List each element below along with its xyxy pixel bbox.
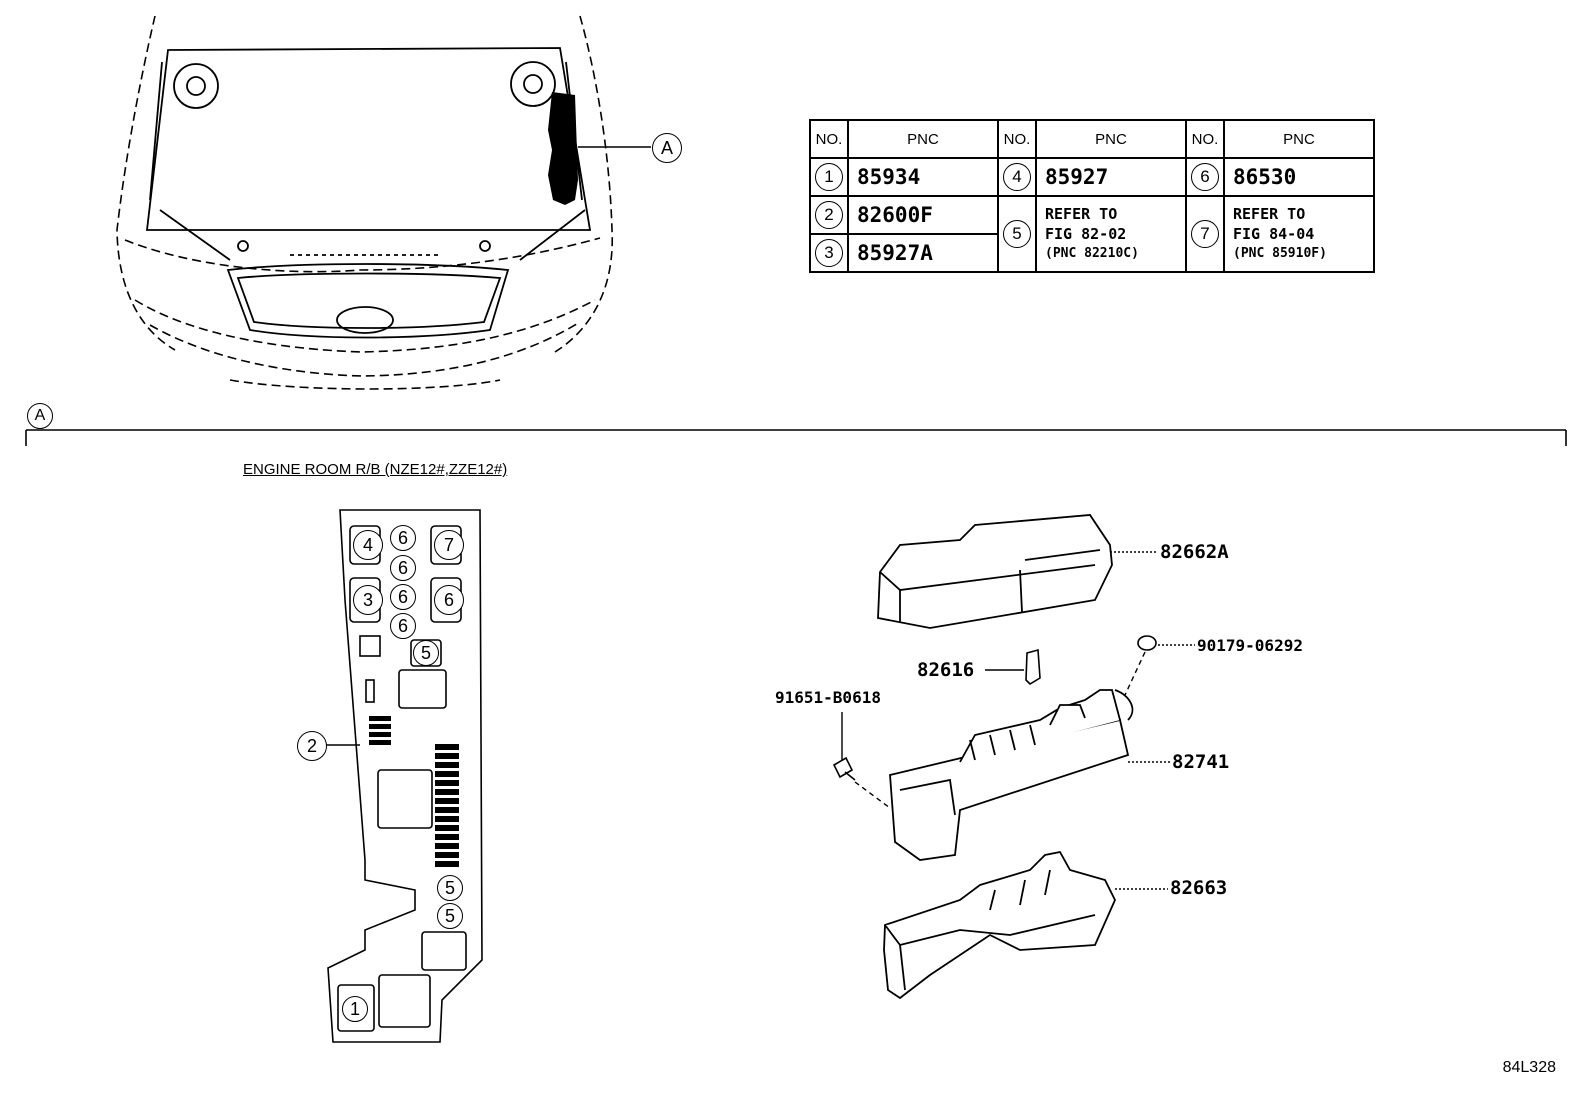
location-mark: 5 (437, 875, 463, 901)
pnc-value: 85934 (847, 157, 999, 197)
location-mark: 5 (413, 640, 439, 666)
header-no: NO. (1185, 119, 1225, 159)
callout-a-label: A (660, 138, 673, 158)
location-mark: 1 (342, 996, 368, 1022)
refer-cell: REFER TO FIG 82-02 (PNC 82210C) (1035, 195, 1187, 273)
refer-line: (PNC 82210C) (1045, 246, 1139, 261)
item-number: 2 (815, 201, 843, 229)
location-mark: 6 (390, 584, 416, 610)
table-row: 1 85934 4 85927 6 86530 (809, 157, 1375, 197)
location-mark: 3 (353, 585, 383, 615)
location-mark: 6 (390, 555, 416, 581)
location-mark: 5 (437, 903, 463, 929)
part-label-82663: 82663 (1170, 877, 1228, 899)
relay-block-lower-case (883, 850, 1116, 1000)
figure-id: 84L328 (1502, 1059, 1556, 1076)
pnc-value: 86530 (1223, 157, 1375, 197)
refer-cell: REFER TO FIG 84-04 (PNC 85910F) (1223, 195, 1375, 273)
fuse-bars (369, 716, 459, 867)
part-label-82662A: 82662A (1160, 541, 1229, 563)
engine-bay-outline (145, 47, 592, 339)
relay-block-cover (877, 514, 1113, 629)
item-number: 6 (1191, 163, 1219, 191)
callout-a-marker: A (652, 133, 682, 163)
location-mark: 6 (390, 613, 416, 639)
pnc-value: 85927 (1035, 157, 1187, 197)
refer-line: REFER TO (1233, 205, 1306, 223)
item-number: 5 (1003, 220, 1031, 248)
table-row: 2 82600F 5 REFER TO FIG 82-02 (PNC 82210… (809, 195, 1375, 273)
header-no: NO. (809, 119, 849, 159)
table-row: 3 85927A (809, 233, 1374, 273)
section-a-label: A (34, 407, 46, 424)
bolt (832, 756, 856, 781)
refer-line: FIG 84-04 (1233, 225, 1315, 243)
refer-line: (PNC 85910F) (1233, 246, 1327, 261)
location-mark: 4 (353, 530, 383, 560)
section-a-marker: A (27, 403, 53, 429)
header-pnc: PNC (847, 119, 999, 159)
pnc-table: NO. PNC NO. PNC NO. PNC 1 85934 4 85927 … (809, 119, 1375, 273)
relay-box-location (548, 92, 578, 205)
item-number: 4 (1003, 163, 1031, 191)
part-label-91651-B0618: 91651-B0618 (775, 688, 881, 707)
item-number: 7 (1191, 220, 1219, 248)
refer-line: FIG 82-02 (1045, 225, 1127, 243)
location-mark: 6 (390, 525, 416, 551)
item-number: 3 (815, 239, 843, 267)
refer-line: REFER TO (1045, 205, 1118, 223)
nut (1137, 635, 1157, 651)
pnc-value: 85927A (847, 233, 999, 273)
relay (1025, 648, 1041, 686)
location-mark: 7 (434, 530, 464, 560)
part-label-90179-06292: 90179-06292 (1197, 636, 1303, 655)
item-number: 1 (815, 163, 843, 191)
relay-block-body (889, 689, 1134, 861)
location-mark: 2 (297, 731, 327, 761)
header-pnc: PNC (1035, 119, 1187, 159)
car-front-illustration (116, 15, 614, 390)
header-pnc: PNC (1223, 119, 1375, 159)
part-label-82616: 82616 (917, 659, 975, 681)
header-no: NO. (997, 119, 1037, 159)
pnc-table-header: NO. PNC NO. PNC NO. PNC (809, 119, 1375, 159)
part-label-82741: 82741 (1172, 751, 1230, 773)
section-title: ENGINE ROOM R/B (NZE12#,ZZE12#) (243, 461, 508, 478)
pnc-value: 82600F (847, 195, 999, 235)
location-mark: 6 (434, 585, 464, 615)
